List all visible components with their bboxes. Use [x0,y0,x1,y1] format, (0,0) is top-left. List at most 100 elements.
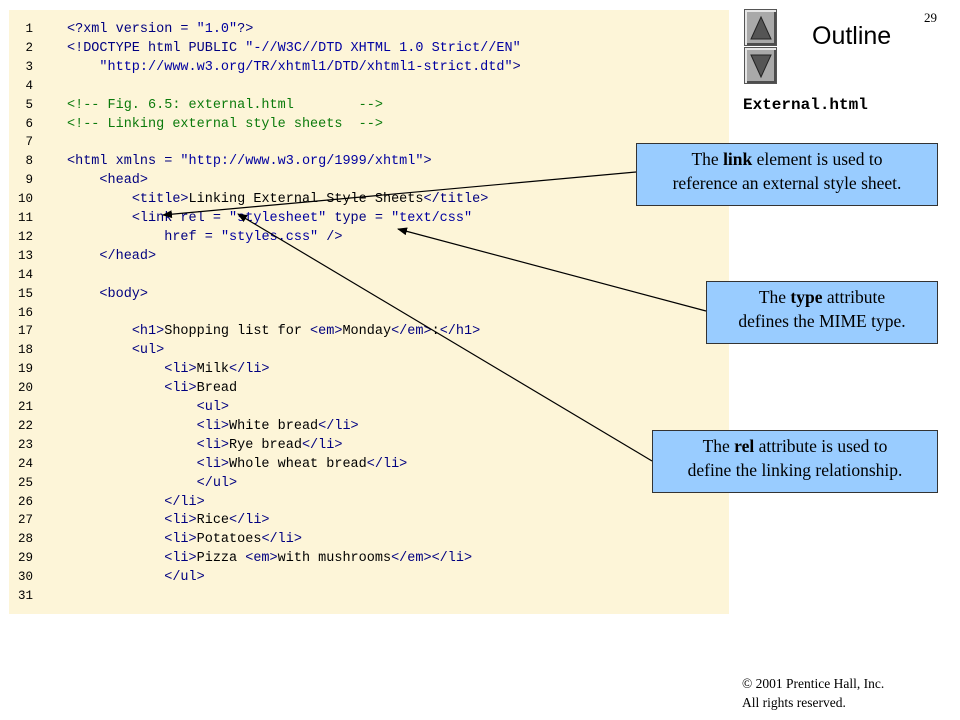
copyright-line: All rights reserved. [742,695,846,710]
code-token: </li> [229,513,270,529]
line-number: 24 [17,456,33,471]
line-number: 19 [17,362,33,377]
code-text: <ul> [67,341,164,360]
code-token: </em> [391,551,432,567]
code-text: </li> [67,493,205,512]
code-text: <li>White bread</li> [67,417,359,436]
code-token [67,60,99,75]
code-token: /> [318,229,343,245]
code-token: <li> [196,418,230,434]
line-number: 11 [17,211,33,225]
code-line: 12 href = "styles.css" /> [9,228,729,247]
code-token [67,476,197,491]
code-token: <ul> [131,343,165,359]
line-number: 27 [17,513,33,528]
line-number: 15 [17,286,33,301]
code-line: 21 <ul> [9,398,729,417]
code-token: <!DOCTYPE html PUBLIC [67,40,246,56]
code-token [67,249,99,264]
code-token: </li> [318,418,359,434]
callout-line-2: define the linking relationship. [687,460,903,480]
copyright-notice: © 2001 Prentice Hall, Inc. All rights re… [742,674,884,712]
code-token: </li> [301,437,343,453]
code-text: <li>Pizza <em>with mushrooms</em></li> [67,549,472,568]
code-token [67,211,132,226]
code-token [67,287,99,302]
previous-slide-button[interactable] [744,9,777,46]
code-text: <li>Potatoes</li> [67,530,302,549]
page-number: 29 [924,10,937,25]
code-token: <li> [164,532,197,548]
line-number: 2 [25,40,33,55]
code-token [67,173,99,188]
line-number: 14 [17,267,33,282]
code-line: 10 <title>Linking External Style Sheets<… [9,190,729,209]
callout-text: The [702,436,735,456]
copyright-line: © 2001 Prentice Hall, Inc. [742,676,885,691]
line-number: 30 [17,570,33,585]
code-line: 9 <head> [9,171,729,190]
code-token: <title> [131,192,189,208]
line-number: 26 [17,494,33,509]
code-token [67,343,132,358]
line-number: 21 [17,400,33,414]
code-token: ?> [237,22,254,37]
code-line: 24 <li>Whole wheat bread</li> [9,455,729,474]
code-line: 8<html xmlns = "http://www.w3.org/1999/x… [9,152,729,171]
line-number: 10 [17,192,33,207]
callout-line-2: reference an external style sheet. [672,173,902,193]
code-token: > [512,59,521,75]
code-text: <html xmlns = "http://www.w3.org/1999/xh… [67,152,432,171]
code-token [67,230,164,245]
code-token: Rice [196,513,230,529]
code-token: <html xmlns = [67,154,181,170]
file-name-label: External.html [743,96,868,114]
line-number: 7 [25,135,33,150]
code-token: Potatoes [196,532,262,548]
code-token: <em> [310,324,343,340]
code-token: </ul> [164,570,205,586]
outline-title: Outline [812,22,892,50]
code-listing-panel: 1<?xml version = "1.0"?>2<!DOCTYPE html … [9,10,729,614]
code-token: <link rel = [131,211,230,226]
code-token [67,419,197,434]
code-token: Linking External Style Sheets [188,192,424,208]
code-text: <body> [67,285,148,304]
code-token: : [431,324,440,340]
code-token: "-//W3C//DTD XHTML 1.0 Strict//EN" [245,40,521,56]
code-token: <li> [196,437,230,453]
code-text: <li>Bread [67,379,237,398]
next-slide-button[interactable] [744,47,777,84]
code-token: href = [164,229,221,245]
code-token: Rye bread [229,437,302,453]
line-number: 17 [17,324,33,339]
code-token: Monday [342,324,392,340]
code-text: </ul> [67,568,205,587]
code-line: 7 [9,133,729,152]
code-line: 17 <h1>Shopping list for <em>Monday</em>… [9,322,729,341]
code-token: "stylesheet" [229,211,327,226]
code-line: 28 <li>Potatoes</li> [9,530,729,549]
code-token [67,495,164,510]
code-token [67,513,164,528]
code-token: "1.0" [196,22,238,37]
code-token: "http://www.w3.org/TR/xhtml1/DTD/xhtml1-… [99,59,513,75]
code-line: 29 <li>Pizza <em>with mushrooms</em></li… [9,549,729,568]
line-number: 20 [17,381,33,396]
code-text: <!DOCTYPE html PUBLIC "-//W3C//DTD XHTML… [67,39,521,58]
code-line: 20 <li>Bread [9,379,729,398]
line-number: 29 [17,551,33,566]
line-number: 23 [17,437,33,452]
callout-line-1: The rel attribute is used to [653,434,937,458]
code-token: Bread [196,381,238,397]
code-text: <title>Linking External Style Sheets</ti… [67,190,488,209]
code-token: <!-- Linking external style sheets --> [67,116,383,132]
code-line: 16 [9,304,729,323]
code-token: <li> [164,381,197,397]
code-line: 22 <li>White bread</li> [9,417,729,436]
code-token [67,551,164,566]
code-line: 18 <ul> [9,341,729,360]
code-token: <li> [196,456,230,472]
code-line: 23 <li>Rye bread</li> [9,436,729,455]
code-line: 25 </ul> [9,474,729,493]
